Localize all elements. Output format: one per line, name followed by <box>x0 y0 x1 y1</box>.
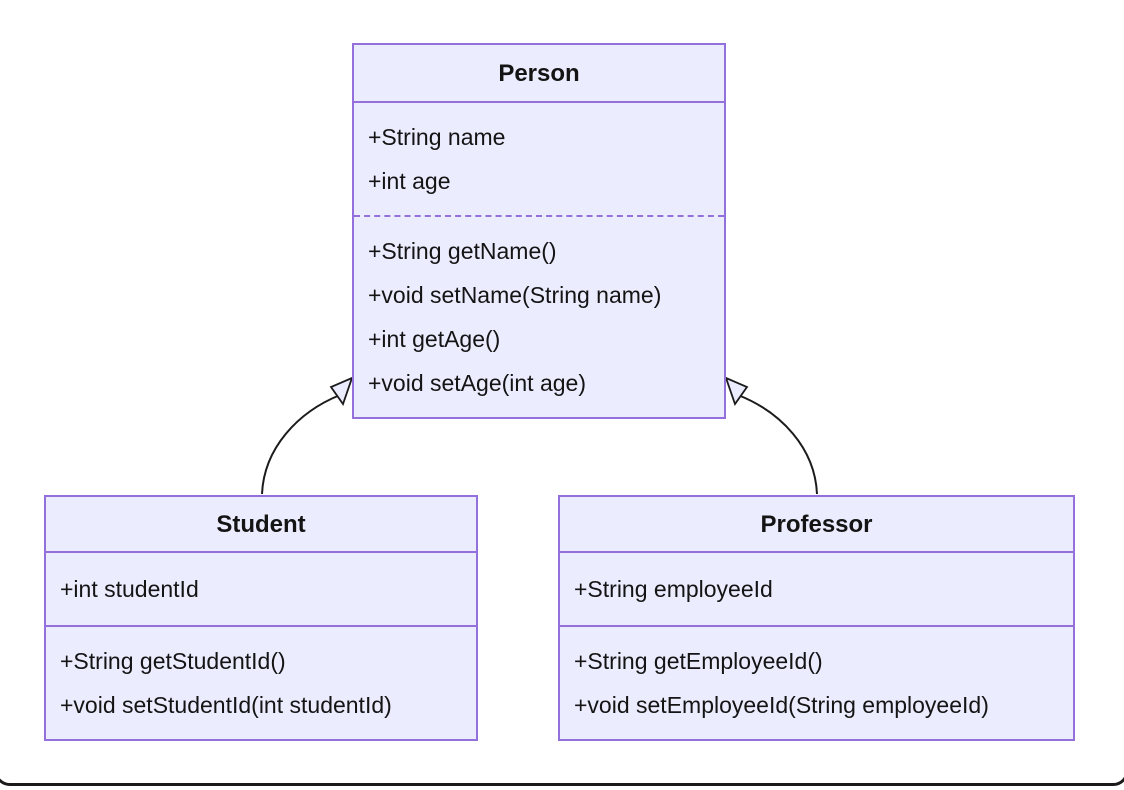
method-row: +void setEmployeeId(String employeeId) <box>574 692 989 718</box>
class-header: Person <box>354 45 724 103</box>
attribute-row: +int studentId <box>60 576 199 602</box>
inheritance-edge-student-person <box>261 394 341 495</box>
method-row: +int getAge() <box>368 326 501 352</box>
class-title-student: Student <box>216 511 306 538</box>
class-header: Professor <box>560 497 1073 553</box>
class-methods-section: +String getEmployeeId() +void setEmploye… <box>560 625 1073 739</box>
class-node-person: Person +String name +int age +String get… <box>352 43 726 419</box>
method-row: +void setStudentId(int studentId) <box>60 692 392 718</box>
class-node-professor: Professor +String employeeId +String get… <box>558 495 1075 741</box>
attribute-row: +int age <box>368 168 451 194</box>
method-row: +String getName() <box>368 238 557 264</box>
class-methods-section: +String getName() +void setName(String n… <box>354 215 724 417</box>
class-attributes-section: +String name +int age <box>354 103 724 215</box>
class-node-student: Student +int studentId +String getStuden… <box>44 495 478 741</box>
class-title-person: Person <box>498 60 580 87</box>
attribute-row: +String name <box>368 124 506 150</box>
class-methods-section: +String getStudentId() +void setStudentI… <box>46 625 476 739</box>
class-header: Student <box>46 497 476 553</box>
method-row: +String getStudentId() <box>60 648 286 674</box>
attribute-row: +String employeeId <box>574 576 773 602</box>
class-title-professor: Professor <box>760 511 873 538</box>
inheritance-arrowhead-icon <box>329 376 354 406</box>
method-row: +String getEmployeeId() <box>574 648 823 674</box>
method-row: +void setName(String name) <box>368 282 662 308</box>
class-attributes-section: +int studentId <box>46 553 476 625</box>
inheritance-edge-professor-person <box>737 394 818 495</box>
class-attributes-section: +String employeeId <box>560 553 1073 625</box>
method-row: +void setAge(int age) <box>368 370 586 396</box>
inheritance-arrowhead-icon <box>724 376 749 406</box>
